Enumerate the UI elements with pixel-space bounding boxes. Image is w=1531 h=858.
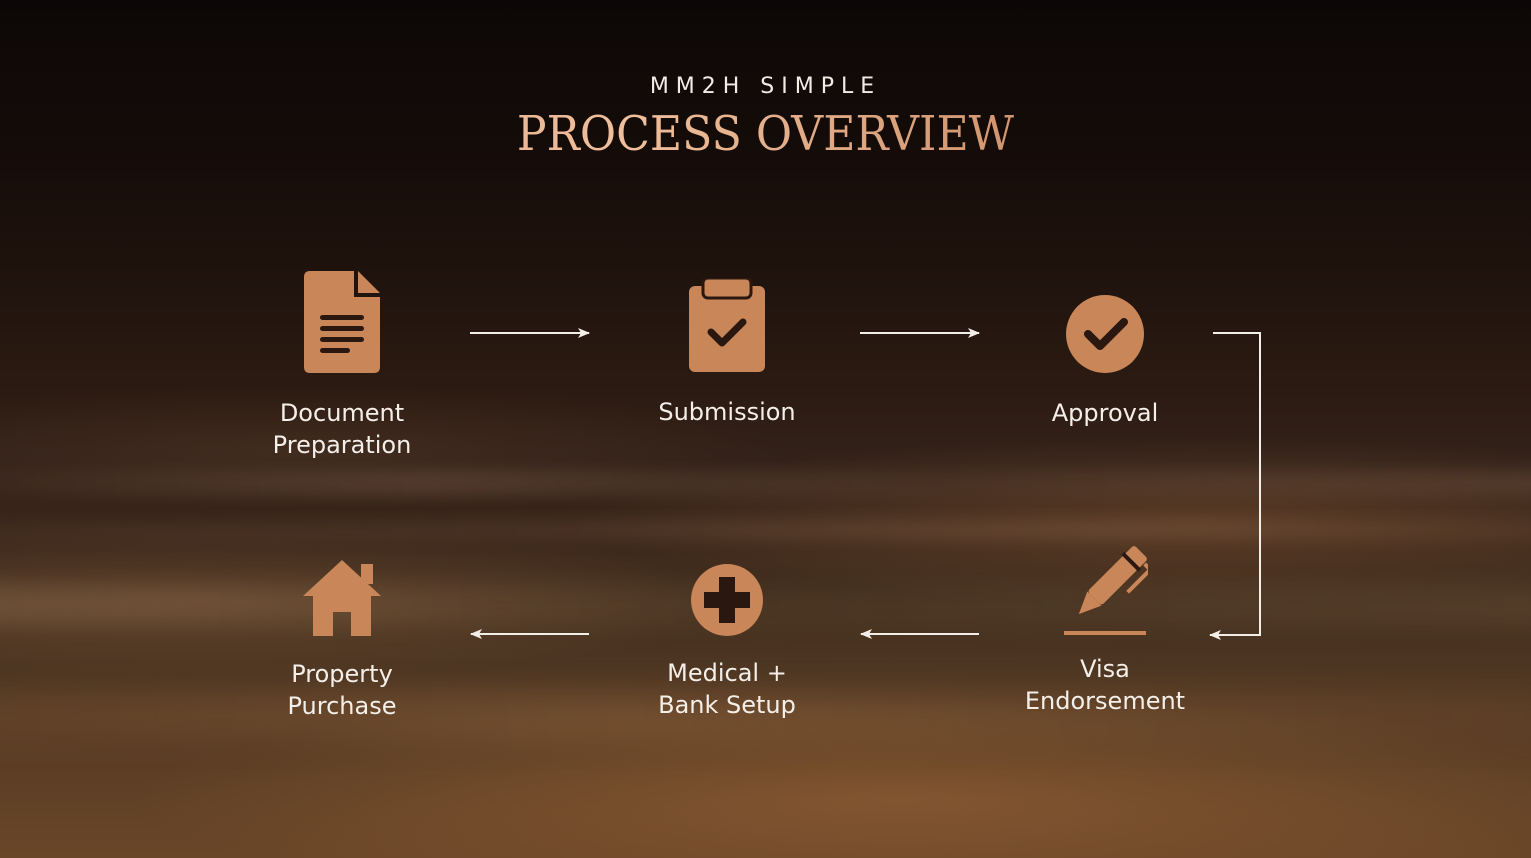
arrow-approval-to-visa: [1209, 332, 1261, 640]
step-label: Medical + Bank Setup: [658, 659, 796, 719]
step-label: Submission: [658, 398, 796, 426]
step-approval: Approval: [985, 293, 1225, 429]
step-visa-endorsement: Visa Endorsement: [985, 545, 1225, 717]
pen-icon: [1064, 546, 1148, 635]
step-label: Document Preparation: [272, 399, 412, 459]
step-document-preparation: Document Preparation: [222, 271, 462, 461]
medical-cross-icon: [691, 564, 763, 636]
clipboard-check-icon: [689, 278, 765, 372]
house-icon: [303, 560, 381, 636]
step-label: Property Purchase: [287, 660, 397, 720]
eyebrow-title: MM2H SIMPLE: [649, 74, 882, 99]
step-medical-bank-setup: Medical + Bank Setup: [607, 563, 847, 721]
check-circle-icon: [1066, 295, 1144, 373]
step-label: Approval: [1051, 399, 1159, 427]
step-submission: Submission: [607, 278, 847, 428]
step-property-purchase: Property Purchase: [222, 558, 462, 722]
document-icon: [304, 271, 380, 373]
step-label: Visa Endorsement: [1024, 655, 1186, 715]
page-title: PROCESS OVERVIEW: [61, 106, 1470, 162]
